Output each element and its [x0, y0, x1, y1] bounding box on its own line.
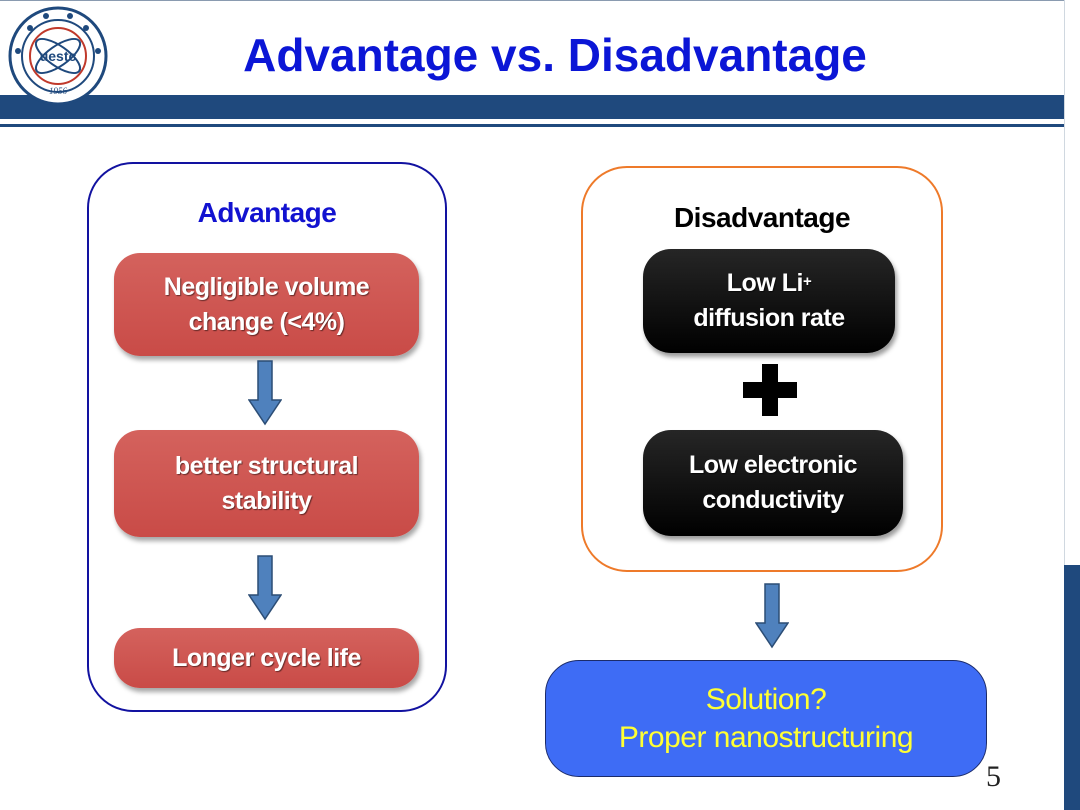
plus-icon — [743, 364, 797, 416]
arrow-down-icon — [248, 360, 282, 426]
solution-question: Solution? — [705, 682, 827, 716]
advantage-step-stability: better structural stability — [114, 430, 419, 537]
slide-title: Advantage vs. Disadvantage — [243, 29, 867, 81]
solution-box: Solution? Proper nanostructuring — [545, 660, 987, 777]
disadvantage-title: Disadvantage — [673, 202, 851, 233]
side-strip — [1064, 0, 1080, 565]
side-bar — [1064, 565, 1080, 810]
li-superscript: + — [802, 273, 812, 290]
university-seal-logo: uestc 1956 — [8, 6, 108, 106]
disadvantage-li-diffusion: Low Li+ diffusion rate — [643, 249, 895, 353]
solution-answer: Proper nanostructuring — [618, 720, 914, 754]
page-number: 5 — [986, 760, 1001, 793]
logo-text: uestc — [40, 48, 77, 64]
header-bar — [0, 95, 1064, 119]
arrow-down-icon — [755, 583, 789, 649]
advantage-step-cycle-life: Longer cycle life — [114, 628, 419, 688]
li-diffusion-line2: diffusion rate — [693, 304, 845, 332]
arrow-down-icon — [248, 555, 282, 621]
advantage-step-volume: Negligible volume change (<4%) — [114, 253, 419, 356]
logo-year: 1956 — [49, 86, 68, 96]
header-rule — [0, 124, 1064, 127]
advantage-title: Advantage — [197, 197, 337, 228]
disadvantage-electronic-conductivity: Low electronic conductivity — [643, 430, 903, 536]
li-diffusion-line1: Low Li+ — [726, 269, 812, 297]
header-top-line — [0, 0, 1064, 1]
